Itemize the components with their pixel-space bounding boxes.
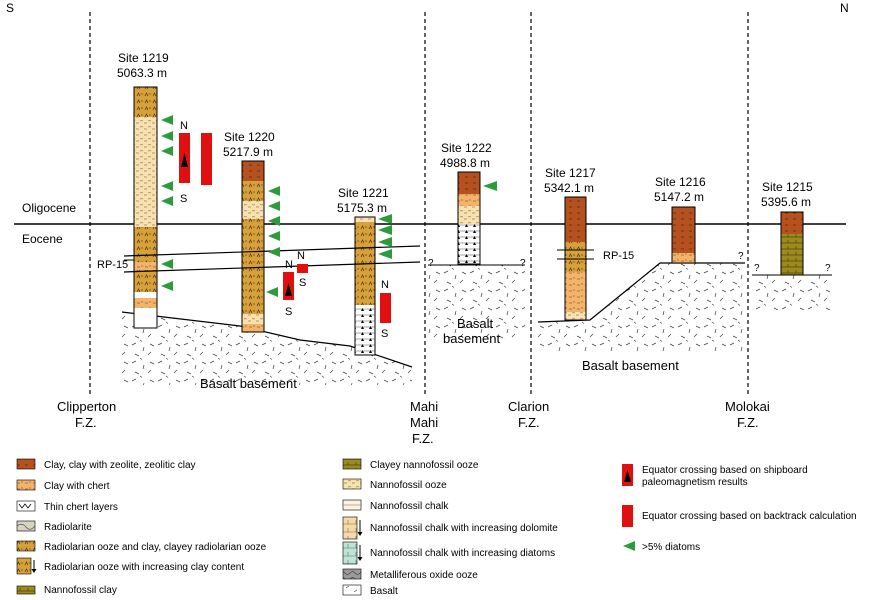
legend-text-nanno-chalk: Nannofossil chalk bbox=[370, 501, 449, 512]
site-1217-name: Site 1217 bbox=[545, 166, 596, 180]
s-label-1220b: S bbox=[299, 277, 306, 289]
fz-clarion-2: F.Z. bbox=[518, 415, 540, 430]
legend-text-rad-ooze-clay: Radiolarian ooze and clay, clayey radiol… bbox=[44, 542, 267, 553]
compass-south: S bbox=[6, 1, 14, 15]
fz-mahi-3: F.Z. bbox=[412, 431, 434, 446]
legend-text-clayey-nanno: Clayey nannofossil ooze bbox=[370, 460, 479, 471]
legend-text-thin-chert: Thin chert layers bbox=[44, 502, 118, 513]
site-1219-column bbox=[133, 86, 158, 329]
site-1222-name: Site 1222 bbox=[441, 141, 492, 155]
fz-clipperton-1: Clipperton bbox=[57, 399, 116, 414]
s-label-1220a: S bbox=[285, 306, 292, 318]
basalt-field-1 bbox=[122, 312, 412, 385]
legend-diatom-marker bbox=[623, 541, 635, 551]
basalt-label-line1: Basalt bbox=[457, 316, 494, 331]
legend-swatch-metalliferous bbox=[342, 568, 362, 580]
site-1216-name: Site 1216 bbox=[655, 175, 706, 189]
site-1217-depth: 5342.1 m bbox=[544, 181, 594, 195]
basalt-basement-label-2: Basalt basement bbox=[582, 358, 679, 373]
legend-text-clay: Clay, clay with zeolite, zeolitic clay bbox=[44, 460, 196, 471]
backtrack-marker-1221 bbox=[380, 293, 391, 323]
n-label-1221: N bbox=[381, 279, 389, 291]
n-label-1220b: N bbox=[297, 250, 305, 262]
site-1222-depth: 4988.8 m bbox=[440, 156, 490, 170]
site-1219-depth: 5063.3 m bbox=[117, 66, 167, 80]
basalt-field-3 bbox=[538, 263, 745, 352]
fz-mahi-1: Mahi bbox=[410, 399, 438, 414]
fz-clipperton-2: F.Z. bbox=[75, 415, 97, 430]
backtrack-marker-1220 bbox=[297, 264, 308, 273]
legend-text-nanno-clay: Nannofossil clay bbox=[44, 585, 117, 596]
site-1215-name: Site 1215 bbox=[762, 180, 813, 194]
legend-swatch-rad-increasing-clay bbox=[16, 557, 32, 575]
legend-swatch-clay bbox=[16, 458, 36, 470]
legend-text-chalk-dolomite: Nannofossil chalk with increasing dolomi… bbox=[370, 523, 558, 534]
paleomag-triangle-1219 bbox=[181, 153, 188, 167]
backtrack-marker-1219 bbox=[201, 133, 212, 185]
legend-swatch-rad-ooze-clay bbox=[16, 540, 36, 552]
legend-text-basalt: Basalt bbox=[370, 586, 398, 597]
diatom-markers bbox=[161, 115, 497, 297]
rp15-label-1219: RP-15 bbox=[97, 259, 128, 271]
site-1220-column bbox=[241, 160, 265, 333]
legend-text-paleomag: Equator crossing based on shipboard pale… bbox=[642, 465, 808, 488]
legend-text-chalk-diatoms: Nannofossil chalk with increasing diatom… bbox=[370, 548, 555, 559]
legend-swatch-nanno-ooze bbox=[342, 478, 362, 490]
site-1220-name: Site 1220 bbox=[224, 130, 275, 144]
legend-swatch-clay-chert bbox=[16, 479, 36, 491]
compass-north: N bbox=[840, 1, 849, 15]
legend-text-paleomag-wrap: Equator crossing based on shipboard pale… bbox=[642, 465, 808, 488]
epoch-eocene: Eocene bbox=[22, 232, 63, 246]
n-label-1219: N bbox=[180, 120, 188, 132]
site-1221-column bbox=[354, 216, 376, 356]
fz-molokai-2: F.Z. bbox=[737, 415, 759, 430]
n-label-1220a: N bbox=[285, 259, 293, 271]
legend-text-radiolarite: Radiolarite bbox=[44, 522, 92, 533]
site-1216-depth: 5147.2 m bbox=[654, 190, 704, 204]
legend-swatch-chalk-dolomite bbox=[342, 516, 358, 540]
legend bbox=[16, 458, 635, 596]
basalt-field-2 bbox=[428, 265, 525, 340]
basement-line-3 bbox=[537, 262, 745, 323]
legend-text-rad-increasing-clay: Radiolarian ooze with increasing clay co… bbox=[44, 562, 244, 573]
legend-swatch-chalk-diatoms bbox=[342, 541, 358, 565]
legend-text-nanno-ooze: Nannofossil ooze bbox=[370, 480, 447, 491]
legend-swatch-basalt bbox=[342, 584, 362, 596]
fz-mahi-2: Mahi bbox=[410, 415, 438, 430]
rp15-label-1217: RP-15 bbox=[603, 250, 634, 262]
basalt-label-line2: basement bbox=[443, 331, 500, 346]
s-label-1219: S bbox=[180, 193, 187, 205]
epoch-oligocene: Oligocene bbox=[22, 201, 76, 215]
legend-text-metalliferous: Metalliferous oxide ooze bbox=[370, 570, 478, 581]
paleomag-triangle-1220 bbox=[285, 283, 292, 296]
site-1222-column bbox=[457, 171, 481, 265]
site-1215-depth: 5395.6 m bbox=[761, 195, 811, 209]
fz-molokai-1: Molokai bbox=[725, 399, 770, 414]
question-mark-1: ? bbox=[428, 258, 434, 269]
site-1219-name: Site 1219 bbox=[118, 51, 169, 65]
fz-clarion-1: Clarion bbox=[508, 399, 549, 414]
basalt-field-4 bbox=[752, 275, 832, 310]
basalt-basement-label-1: Basalt basement bbox=[200, 376, 297, 391]
question-mark-2: ? bbox=[520, 258, 526, 269]
question-mark-4: ? bbox=[754, 263, 760, 274]
site-1221-name: Site 1221 bbox=[338, 186, 389, 200]
legend-swatch-nanno-clay bbox=[16, 585, 36, 595]
legend-swatch-thin-chert bbox=[16, 500, 36, 512]
question-mark-3: ? bbox=[738, 251, 744, 262]
site-1221-depth: 5175.3 m bbox=[337, 201, 387, 215]
correlation-line-2 bbox=[123, 261, 421, 273]
site-1216-column bbox=[671, 206, 696, 264]
legend-backtrack-marker bbox=[622, 505, 633, 527]
question-mark-5: ? bbox=[825, 263, 831, 274]
legend-swatch-radiolarite bbox=[16, 520, 36, 532]
s-label-1221: S bbox=[381, 328, 388, 340]
legend-text-backtrack: Equator crossing based on backtrack calc… bbox=[642, 511, 857, 522]
site-1215-column bbox=[780, 211, 804, 276]
legend-text-diatoms: >5% diatoms bbox=[642, 542, 700, 553]
site-1220-depth: 5217.9 m bbox=[223, 145, 273, 159]
legend-swatch-clayey-nanno bbox=[342, 458, 362, 470]
legend-text-clay-chert: Clay with chert bbox=[44, 481, 110, 492]
